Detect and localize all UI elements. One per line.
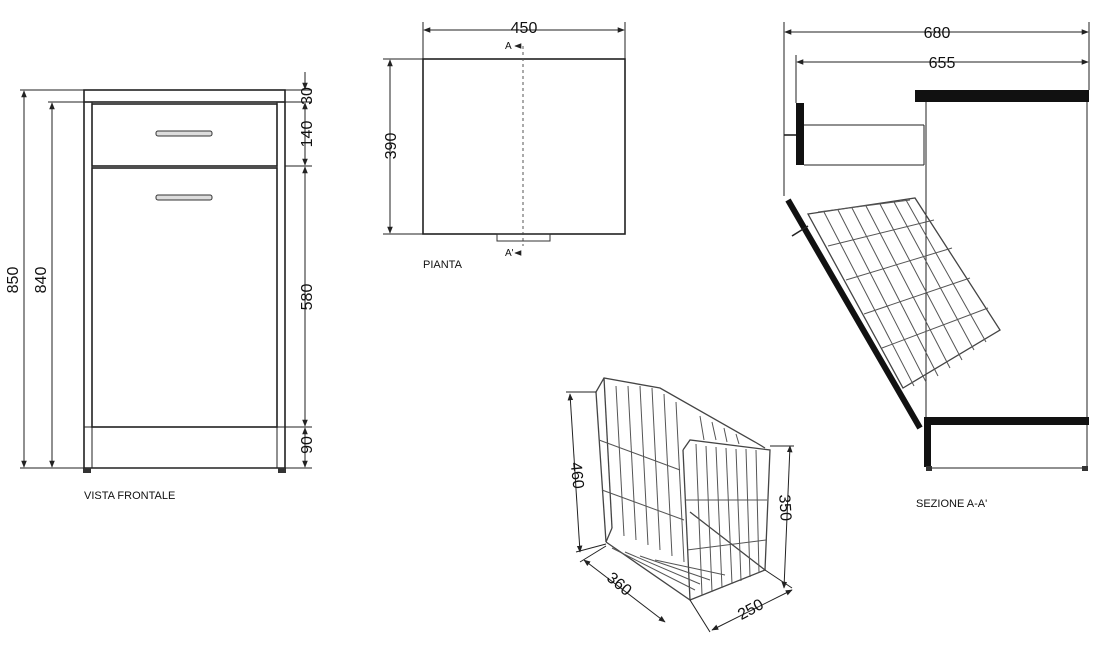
section-tilted-door (785, 198, 923, 430)
front-view: 850 840 30 140 580 90 VISTA FRONTALE (5, 72, 316, 502)
section-plinth (924, 417, 931, 467)
dim-plan-width: 450 (511, 20, 538, 37)
section-drawer-front (796, 103, 804, 165)
section-top (915, 90, 1089, 102)
caption-plan-view: PIANTA (423, 259, 463, 271)
section-basket (806, 197, 1001, 389)
dim-section-overall-depth: 680 (924, 25, 951, 42)
dim-basket-height-front: 350 (775, 494, 794, 522)
door-front (91, 167, 278, 428)
section-bottom (926, 417, 1089, 425)
dim-section-inner-depth: 655 (929, 55, 956, 72)
section-view: 680 655 SEZIONE A-A' (783, 22, 1090, 510)
dim-body-height: 840 (33, 267, 50, 294)
plan-view: 450 390 A A' PIANTA (383, 20, 626, 271)
dim-door-height: 580 (299, 284, 316, 311)
plan-handle (496, 233, 551, 242)
section-mark-a: A (505, 41, 512, 52)
door-handle (155, 194, 213, 201)
caption-section-view: SEZIONE A-A' (916, 498, 987, 510)
foot-right (278, 468, 286, 473)
dim-plan-depth: 390 (383, 133, 400, 160)
dim-basket-width: 250 (735, 596, 767, 624)
plan-outline (422, 58, 626, 235)
cabinet-top (83, 89, 286, 103)
dim-drawer-height: 140 (299, 121, 316, 148)
foot-left (83, 468, 91, 473)
dim-plinth-height: 90 (299, 436, 316, 454)
drawer-handle (155, 130, 213, 137)
basket-view: 460 350 360 250 (566, 377, 794, 633)
drawer-front (91, 103, 278, 167)
dim-top-thickness: 30 (299, 87, 316, 105)
dim-basket-height-back: 460 (567, 461, 587, 489)
basket-front-wires (695, 443, 760, 596)
dim-overall-height: 850 (5, 267, 22, 294)
basket-back-wires (615, 385, 740, 563)
section-mark-a-prime: A' (505, 248, 514, 259)
caption-front-view: VISTA FRONTALE (84, 490, 175, 502)
